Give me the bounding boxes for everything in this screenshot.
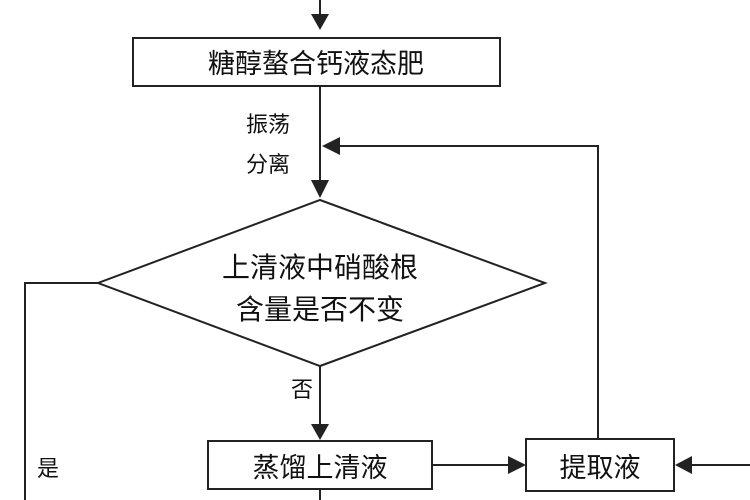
decision-text-line1: 上清液中硝酸根 bbox=[222, 251, 418, 284]
yes-label: 是 bbox=[37, 457, 59, 482]
fertilizer-box bbox=[132, 37, 501, 87]
fertilizer-box-label: 糖醇螯合钙液态肥 bbox=[208, 49, 424, 80]
shake-label-line2: 分离 bbox=[246, 153, 290, 178]
shake-arrow-head bbox=[311, 180, 329, 198]
no-branch-arrow-head bbox=[311, 424, 329, 440]
no-label: 否 bbox=[291, 378, 313, 403]
loop-back-arrow-head bbox=[322, 137, 340, 155]
distill-to-extract-arrow-head bbox=[508, 456, 526, 474]
extract-box bbox=[525, 438, 675, 492]
shake-label-line1: 振荡 bbox=[246, 113, 290, 138]
decision-text-line2: 含量是否不变 bbox=[236, 293, 404, 326]
extract-box-label: 提取液 bbox=[560, 453, 641, 484]
loop-back-line bbox=[334, 145, 599, 438]
yes-branch-line bbox=[24, 282, 98, 500]
incoming-right-arrow-head bbox=[675, 456, 692, 474]
incoming-arrow-head bbox=[311, 14, 329, 30]
distill-box-label: 蒸馏上清液 bbox=[253, 453, 388, 484]
